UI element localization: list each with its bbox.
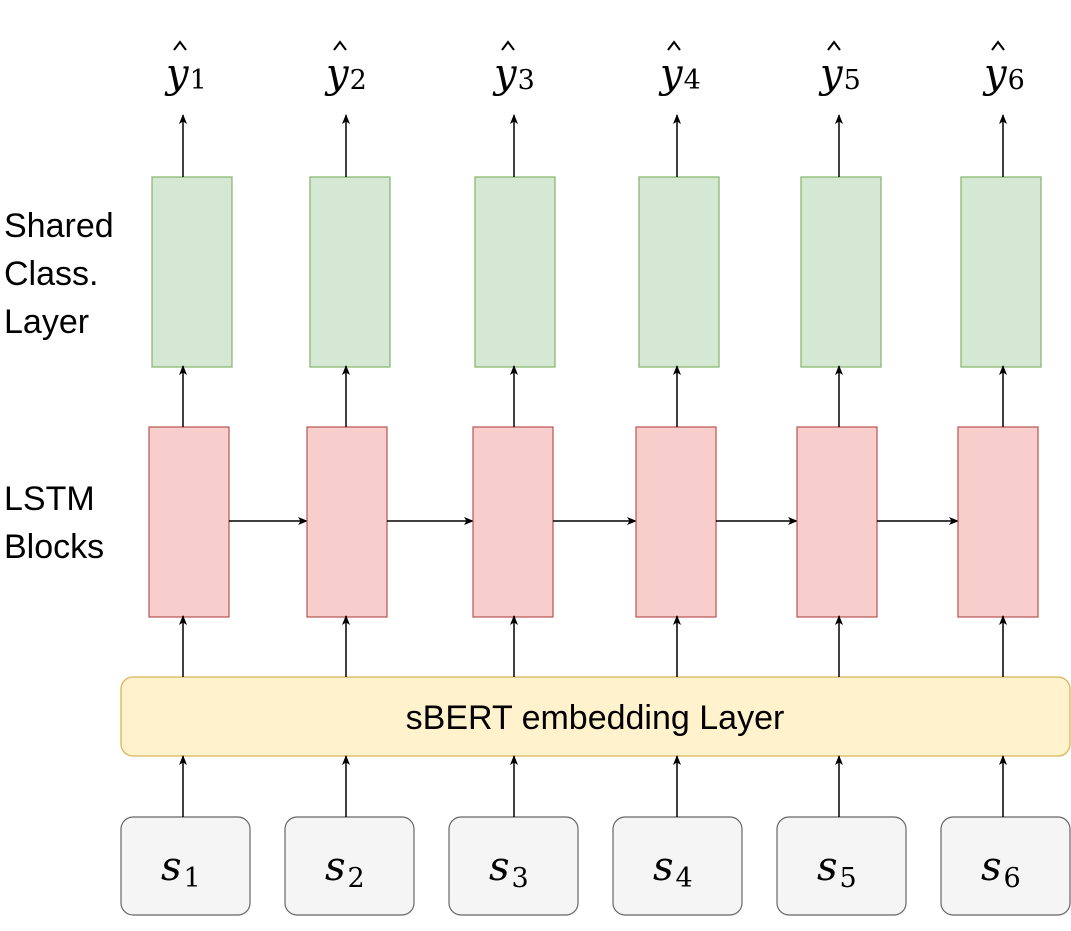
hat-accent-1 [173,40,187,51]
lstm-box-5 [796,426,878,618]
input-label-2: s2 [325,844,365,894]
input-label-3: s3 [489,844,529,894]
output-label-1: y1 [164,51,207,97]
input-label-1: s1 [161,844,201,894]
lstm-box-4 [635,426,717,618]
lstm-box-1 [148,426,230,618]
output-label-4: y4 [658,51,701,97]
input-label-6: s6 [981,844,1021,894]
output-label-3: y3 [492,51,535,97]
output-label-2: y2 [324,51,367,97]
output-label-6: y6 [982,51,1025,97]
hat-accent-5 [827,40,841,51]
lstm-box-6 [957,426,1039,618]
embedding-layer-label: sBERT embedding Layer [406,699,785,737]
input-box-2 [284,816,415,916]
embedding-layer-box [120,676,1071,757]
lstm-box-2 [306,426,388,618]
classification-box-2 [309,176,391,368]
input-box-1 [120,816,251,916]
diagram-columns: y1 s1 y2 s2 y3 s3 y4 s4 y5 s5 y6 s6 [120,40,1071,916]
classification-box-6 [960,176,1042,368]
input-box-5 [776,816,907,916]
hat-accent-2 [333,40,347,51]
classification-box-3 [474,176,556,368]
input-label-5: s5 [817,844,857,894]
classification-box-5 [800,176,882,368]
classification-layer-label-line2: Class. [4,255,98,293]
lstm-blocks-label-line1: LSTM [4,480,95,518]
input-box-6 [940,816,1071,916]
classification-box-4 [638,176,720,368]
lstm-blocks-label-line2: Blocks [4,528,104,566]
output-label-5: y5 [818,51,861,97]
classification-layer-label-line3: Layer [4,303,89,341]
classification-layer-label-line1: Shared [4,207,114,245]
hat-accent-6 [991,40,1005,51]
hat-accent-3 [501,40,515,51]
classification-box-1 [151,176,233,368]
lstm-box-3 [472,426,554,618]
hat-accent-4 [667,40,681,51]
input-label-4: s4 [653,844,693,894]
